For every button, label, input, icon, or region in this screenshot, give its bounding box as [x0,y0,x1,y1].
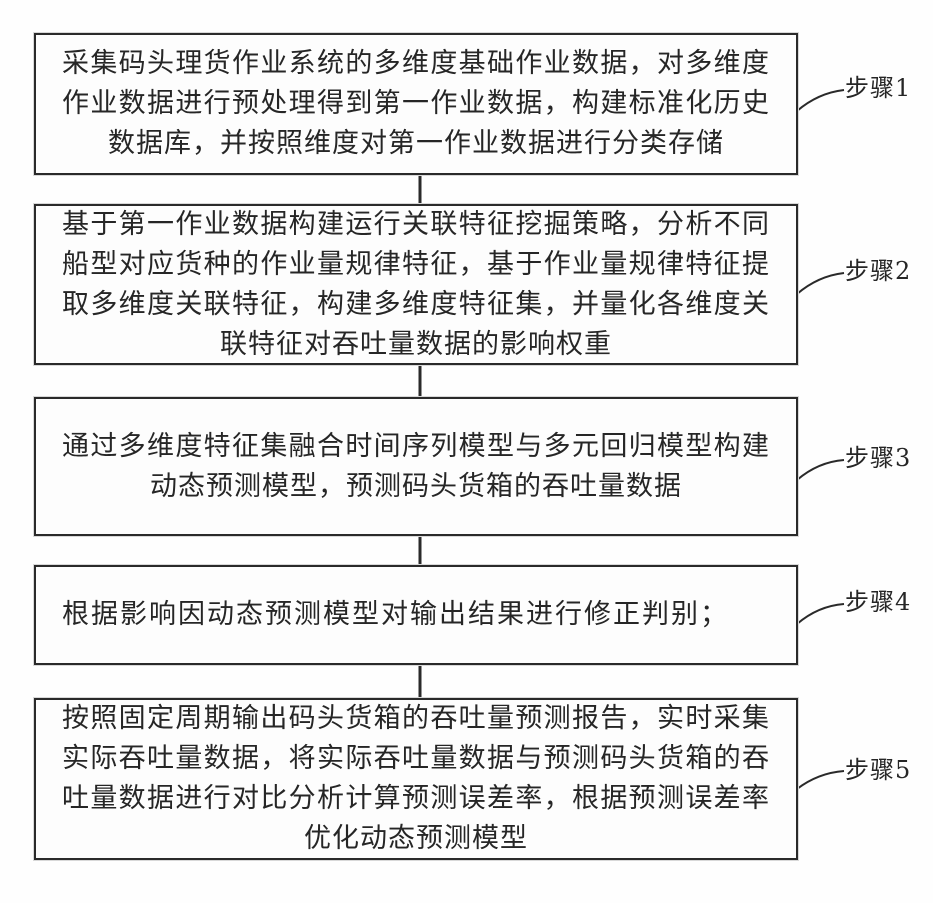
flow-box-step-4: 根据影响因动态预测模型对输出结果进行修正判别； [34,565,798,665]
leader-line-step-5 [796,770,845,790]
flow-box-step-2: 基于第一作业数据构建运行关联特征挖掘策略，分析不同船型对应货种的作业量规律特征，… [34,204,798,365]
step-label-1: 步骤1 [845,74,912,102]
step-label-4: 步骤4 [845,588,912,616]
flow-box-step-1: 采集码头理货作业系统的多维度基础作业数据，对多维度作业数据进行预处理得到第一作业… [34,33,798,175]
leader-line-step-4 [796,603,845,625]
leader-line-step-2 [796,272,845,295]
step-label-5: 步骤5 [845,756,912,784]
leader-line-step-3 [796,459,845,481]
step-label-2: 步骤2 [845,257,912,285]
leader-line-step-1 [796,89,845,112]
step-label-3: 步骤3 [845,444,912,472]
flow-box-step-3: 通过多维度特征集融合时间序列模型与多元回归模型构建动态预测模型，预测码头货箱的吞… [34,397,798,536]
flow-box-step-5: 按照固定周期输出码头货箱的吞吐量预测报告，实时采集实际吞吐量数据，将实际吞吐量数… [34,698,798,860]
